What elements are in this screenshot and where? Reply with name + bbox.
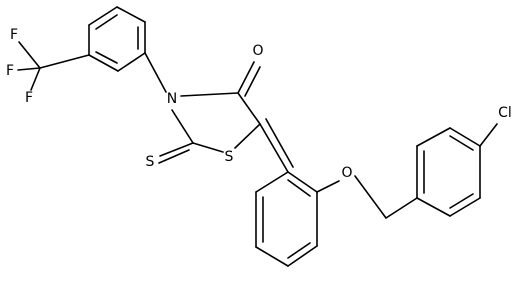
bond-ring2-inner-2 [287,242,311,259]
bond-exo-1 [259,123,289,173]
bond-ring3-cl [479,123,498,147]
bond-ring1-b [88,6,118,26]
atom-o-ether-label: O [341,165,352,181]
bond-ring3-e [449,197,481,217]
bonds [17,6,498,267]
bond-ring3-f [416,197,451,217]
atom-f3-label: F [25,90,33,106]
bond-ring3-b [416,127,451,147]
bond-ring2-f [287,171,318,193]
bond-exo-2 [265,118,294,168]
atom-f2-label: F [6,63,14,79]
bond-carbonyl-2 [244,66,261,97]
bond-ring3-inner-2 [449,135,474,151]
bond-ring1-e [117,52,146,72]
bond-s1-c5 [234,123,261,149]
bond-ring2-o [316,180,340,193]
bond-carbonyl-1 [237,61,255,94]
bond-ring2-inner-3 [287,179,311,197]
bond-ring2-c [255,246,289,267]
bond-o-ch2 [354,175,387,219]
bond-ring1-inner-3 [95,51,118,64]
bond-ring2-d [287,245,318,267]
bond-ring2-a [255,171,289,193]
atom-n-label: N [167,91,177,107]
bond-f3-cf3 [30,67,41,91]
bond-thione-2 [158,149,190,164]
bond-f2-cf3 [17,67,41,71]
bond-ring3-inner-3 [449,193,474,209]
bond-aryl-n [144,52,167,93]
atom-s-ring-label: S [225,149,234,165]
bond-ring1-c [116,6,146,23]
bond-c2-s1 [192,142,224,153]
bond-c5-c4 [237,92,261,125]
bond-f1-cf3 [18,41,41,69]
bond-ring1-f [88,54,119,72]
bond-ring3-c [449,127,481,147]
atom-labels: F F F N O S S O Cl [6,27,512,181]
atom-f1-label: F [10,27,18,43]
bond-c4-n [180,92,239,97]
bond-thione-1 [159,142,194,157]
bond-ch2-ring3 [385,197,418,219]
bond-ring1-inner-1 [95,14,118,30]
atom-cl-label: Cl [498,105,512,121]
atom-o-carbonyl-label: O [252,43,263,59]
bond-cf3-aryl [39,54,90,69]
atom-s-thione-label: S [146,154,155,170]
bond-n-c2 [171,109,194,144]
